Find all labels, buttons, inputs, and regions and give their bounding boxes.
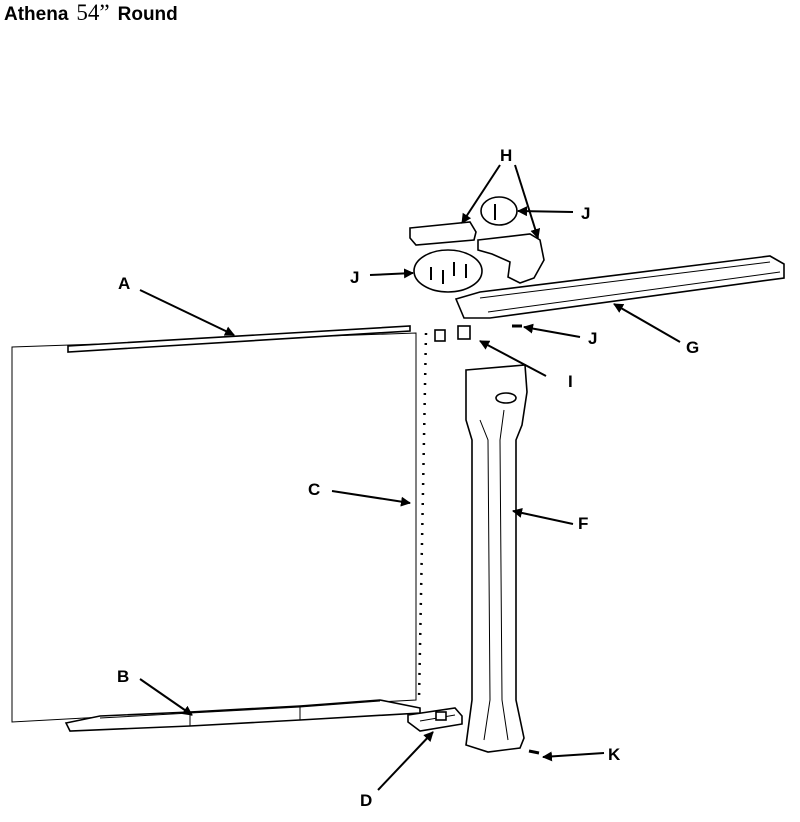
label-f: F xyxy=(578,514,588,533)
label-j-top: J xyxy=(581,204,590,223)
upright-post-part xyxy=(465,364,528,753)
screw-group-top xyxy=(480,196,518,226)
cap-parts xyxy=(409,221,545,284)
title-shape: Round xyxy=(117,4,178,25)
connector-strip-part xyxy=(417,332,428,701)
label-j-left: J xyxy=(350,268,359,287)
clip-parts xyxy=(434,325,471,342)
label-b: B xyxy=(117,667,129,686)
screw-group-left xyxy=(413,249,483,293)
label-h: H xyxy=(500,146,512,165)
top-cap-rail-part xyxy=(454,255,785,319)
top-rail-part xyxy=(67,325,411,353)
label-i: I xyxy=(568,372,573,391)
single-screw-bottom xyxy=(528,749,540,755)
title-size: 54” xyxy=(76,0,110,25)
wall-panel xyxy=(11,332,417,723)
label-d: D xyxy=(360,791,372,810)
label-a: A xyxy=(118,274,130,293)
label-k: K xyxy=(608,745,621,764)
bottom-plate-part xyxy=(407,707,463,732)
label-c: C xyxy=(308,480,320,499)
label-g: G xyxy=(686,338,699,357)
bottom-track-part xyxy=(64,699,421,732)
label-j-right: J xyxy=(588,329,597,348)
callout-arrows xyxy=(139,164,681,791)
page-title: Athena 54” Round xyxy=(4,0,178,26)
title-model: Athena xyxy=(4,4,69,25)
